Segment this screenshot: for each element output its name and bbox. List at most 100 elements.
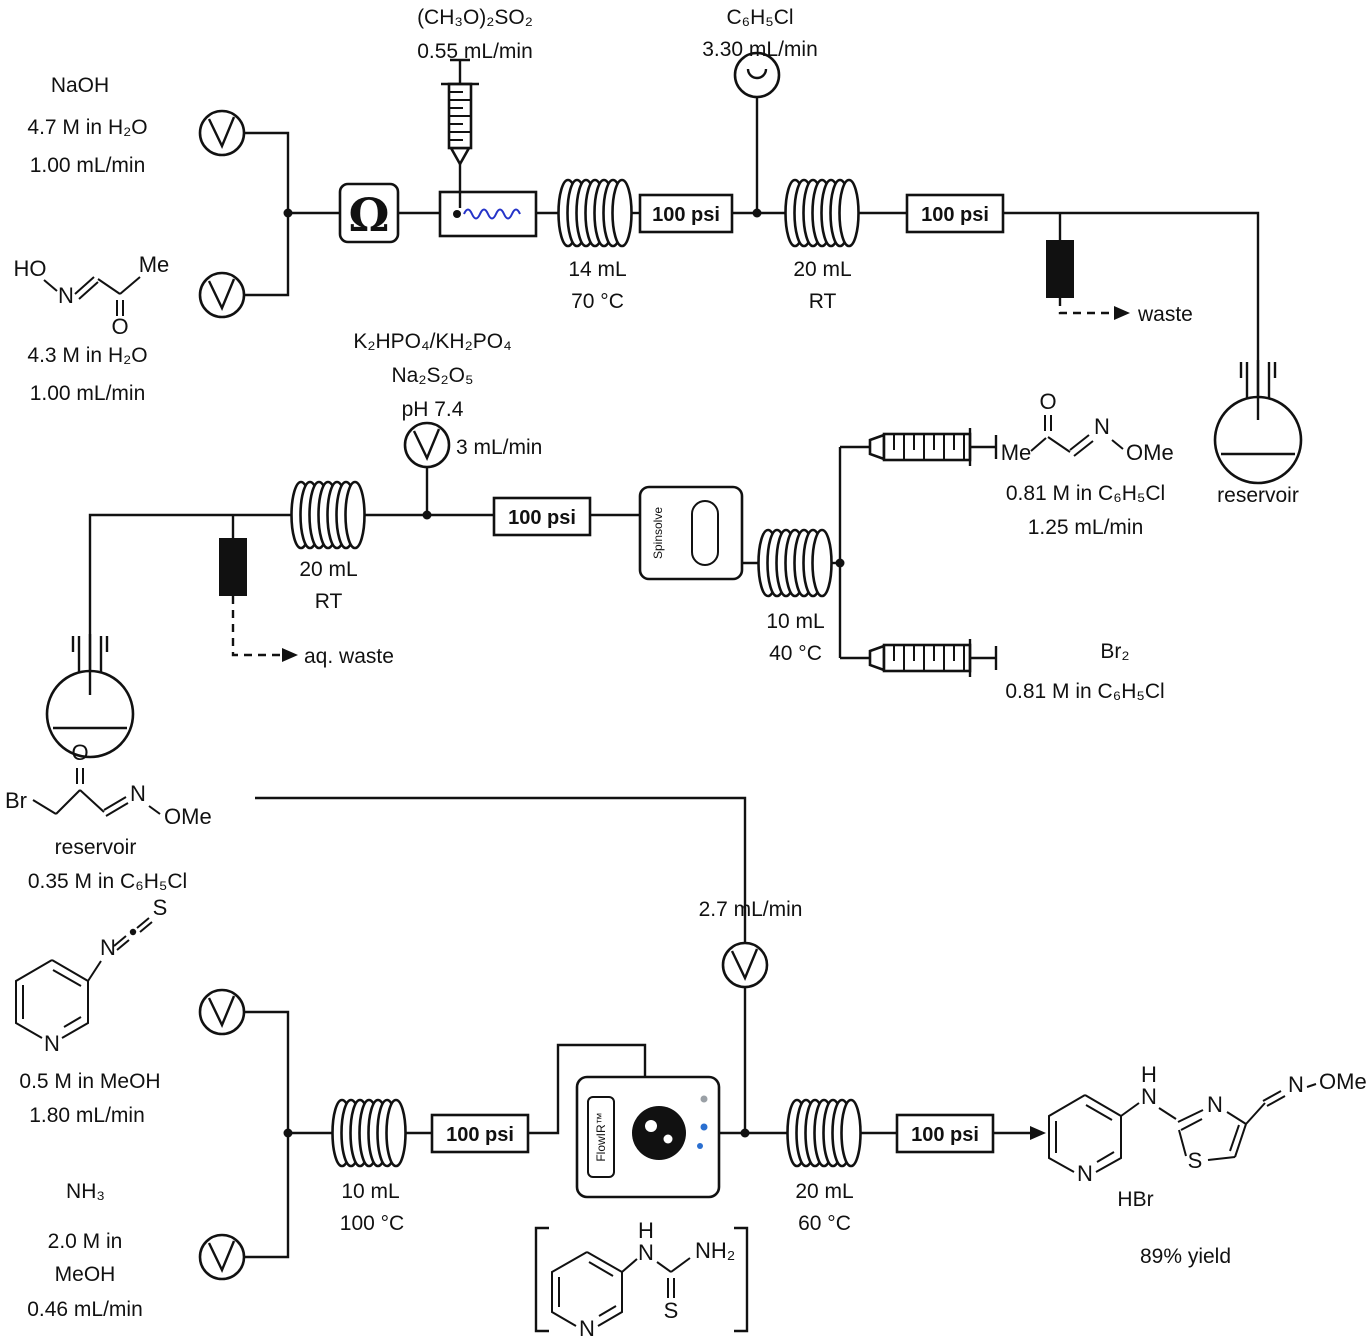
bracket-right [734, 1226, 749, 1333]
syringe-bromine [838, 637, 998, 679]
label-coil2-temp: RT [808, 290, 837, 313]
atom-thiazole-s: S [1188, 1148, 1203, 1173]
atom-me: Me [139, 252, 170, 277]
atom-ome: OMe [164, 804, 212, 829]
label-coil1-temp: 70 °C [571, 290, 624, 313]
atom-nh-h: H [638, 1218, 654, 1243]
spinsolve-label: Spinsolve [651, 507, 665, 559]
coil-reactor-1 [557, 178, 633, 248]
spinsolve-slot [691, 500, 719, 566]
atom-nh2: NH₂ [695, 1238, 735, 1263]
label-phcl-flow: 3.30 mL/min [702, 38, 818, 61]
atom-nh-h: H [1141, 1062, 1157, 1087]
label-ncs-flow: 1.80 mL/min [29, 1104, 145, 1127]
flowir-led-blue-2 [697, 1143, 703, 1149]
aq-waste-dashed-line [231, 596, 282, 657]
label-coil1-vol: 14 mL [568, 258, 627, 281]
atom-ho: HO [14, 256, 47, 281]
bpr-4-label: 100 psi [446, 1124, 514, 1146]
bpr-1-label: 100 psi [652, 204, 720, 226]
label-bromine-conc: 0.81 M in C₆H₅Cl [1005, 680, 1165, 703]
flowir-probe [632, 1106, 686, 1160]
chip-channel-wave [463, 208, 521, 220]
label-buffer-ph: pH 7.4 [401, 398, 464, 421]
coil-reactor-5 [331, 1098, 407, 1168]
bpr-2: 100 psi [905, 193, 1005, 234]
structure-bromo-methoxime: Br O N OMe [5, 740, 212, 829]
ncs-carbon-dot [129, 928, 137, 936]
pump-ammonia [198, 1233, 246, 1281]
label-buffer-flow: 3 mL/min [456, 436, 543, 459]
atom-o: O [111, 314, 128, 339]
label-dms-flow: 0.55 mL/min [417, 40, 533, 63]
label-coil2-vol: 20 mL [793, 258, 852, 281]
flowir-led-gray [700, 1095, 708, 1103]
atom-n: N [130, 781, 146, 806]
label-coil3-temp: 40 °C [769, 642, 822, 665]
atom-ome: OMe [1126, 440, 1174, 465]
atom-n: N [1094, 414, 1110, 439]
label-reservoir-right: reservoir [1217, 484, 1299, 507]
flowir-led-blue-1 [700, 1123, 708, 1131]
bpr-1: 100 psi [638, 193, 734, 234]
label-bromo-conc: 0.35 M in C₆H₅Cl [27, 870, 188, 893]
structure-thiourea-intermediate: N H N S NH₂ [534, 1218, 749, 1338]
syringe-pump-dms [441, 58, 479, 208]
label-methoxime-flow: 1.25 mL/min [1027, 516, 1144, 539]
label-coil6-vol: 20 mL [795, 1180, 854, 1203]
junction-dots [283, 208, 845, 1138]
atom-ncs-s: S [153, 895, 168, 920]
coil-reactor-2 [784, 178, 860, 248]
label-coil4-vol: 20 mL [299, 558, 358, 581]
label-phcl-name: C₆H₅Cl [726, 6, 794, 29]
atom-ncs-n: N [100, 935, 116, 960]
label-buffer-salts: K₂HPO₄/KH₂PO₄ [353, 330, 512, 353]
atom-me: Me [1001, 440, 1032, 465]
label-coil6-temp: 60 °C [798, 1212, 851, 1235]
bpr-3: 100 psi [492, 496, 592, 537]
syringe-methoxime [838, 426, 998, 468]
omega-mixer: Ω [338, 182, 400, 244]
bpr-5: 100 psi [895, 1113, 995, 1154]
coil-reactor-4 [290, 480, 366, 550]
waste-arrowhead [1114, 306, 1130, 320]
label-methoxime-conc: 0.81 M in C₆H₅Cl [1005, 482, 1166, 505]
phase-separator-2 [219, 538, 247, 596]
atom-nh-n: N [638, 1240, 654, 1265]
bracket-left [534, 1226, 549, 1333]
flowir-label: FlowIR™ [594, 1112, 608, 1161]
bpr-5-label: 100 psi [911, 1124, 979, 1146]
label-ammonia-conc2: MeOH [54, 1263, 116, 1286]
pump-bromo-feed [721, 941, 769, 989]
label-product-yield: 89% yield [1139, 1245, 1232, 1268]
atom-n: N [58, 283, 74, 308]
label-ammonia-flow: 0.46 mL/min [27, 1298, 143, 1321]
atom-ome: OMe [1319, 1069, 1367, 1094]
pump-isothiocyanate [198, 988, 246, 1036]
label-ammonia-name: NH₃ [66, 1180, 105, 1203]
label-naoh-name: NaOH [50, 74, 110, 97]
label-waste: waste [1138, 303, 1193, 326]
label-bromo-flow: 2.7 mL/min [698, 898, 803, 921]
product-arrowhead [1030, 1126, 1046, 1140]
waste-dashed-line [1058, 298, 1114, 315]
label-buffer-reductant: Na₂S₂O₅ [391, 364, 474, 387]
omega-symbol: Ω [349, 188, 390, 242]
structure-pyridyl-isothiocyanate: N N S [15, 895, 168, 1056]
atom-thiourea-s: S [664, 1298, 679, 1323]
label-ammonia-conc1: 2.0 M in [47, 1230, 123, 1253]
spinsolve-nmr: Spinsolve [638, 485, 744, 581]
atom-oxime-n: N [1288, 1072, 1304, 1097]
coil-reactor-6 [786, 1098, 862, 1168]
structure-oxime-feed: HO N O Me [14, 252, 170, 339]
label-oxime-flow: 1.00 mL/min [29, 382, 146, 405]
label-ncs-conc: 0.5 M in MeOH [19, 1070, 161, 1093]
pump-buffer [403, 421, 451, 469]
atom-o: O [1039, 389, 1056, 414]
structure-product: N H N N S N OMe [1048, 1062, 1367, 1186]
bpr-3-label: 100 psi [508, 507, 576, 529]
structure-methoxime: Me O N OMe [1001, 389, 1174, 465]
label-bromine-name: Br₂ [1100, 640, 1130, 663]
